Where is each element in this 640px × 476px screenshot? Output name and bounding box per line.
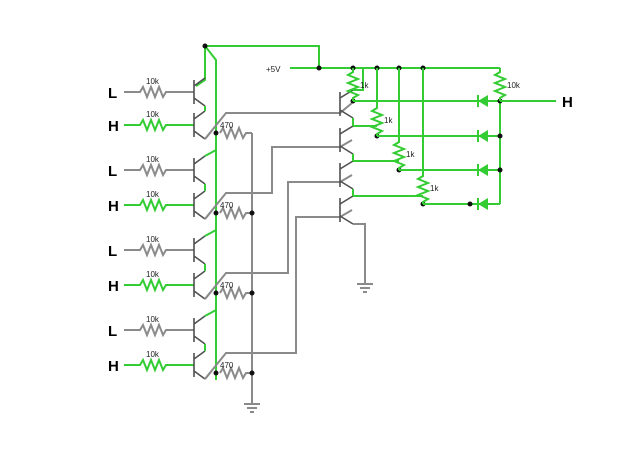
resistor-label: 1k xyxy=(360,81,369,90)
input-label-h: H xyxy=(108,358,119,375)
output-diodes: 10k xyxy=(353,68,556,210)
resistor-label: 10k xyxy=(146,235,160,244)
input-stage-2: L H 10k 10k 470 xyxy=(108,139,353,221)
resistor-label: 10k xyxy=(146,270,160,279)
resistor-label: 470 xyxy=(220,361,234,370)
resistor-label: 10k xyxy=(507,81,521,90)
resistor-label: 470 xyxy=(220,281,234,290)
output-label: H xyxy=(562,94,573,111)
resistor-label: 10k xyxy=(146,350,160,359)
ground-icon xyxy=(357,283,373,293)
input-label-h: H xyxy=(108,198,119,215)
input-stage-3: L H 10k 10k 470 xyxy=(108,174,353,301)
resistor-label: 10k xyxy=(146,190,160,199)
input-label-l: L xyxy=(108,323,117,340)
input-stage-4: L H 10k 10k 470 xyxy=(108,209,353,381)
resistor-label: 1k xyxy=(430,184,439,193)
resistor-label: 10k xyxy=(146,155,160,164)
input-label-h: H xyxy=(108,278,119,295)
resistor-label: 1k xyxy=(406,150,415,159)
resistor-label: 10k xyxy=(146,315,160,324)
input-stage-1: L H 10k 10k 470 xyxy=(108,77,353,141)
input-label-l: L xyxy=(108,85,117,102)
resistor-label: 470 xyxy=(220,201,234,210)
ground-bus-left xyxy=(244,133,260,413)
pullup-resistors: 1k 1k 1k 1k xyxy=(345,68,439,204)
input-label-l: L xyxy=(108,163,117,180)
resistor-label: 1k xyxy=(384,116,393,125)
input-label-h: H xyxy=(108,118,119,135)
resistor-label: 10k xyxy=(146,110,160,119)
resistor-label: 470 xyxy=(220,121,234,130)
supply-label: +5V xyxy=(266,65,281,74)
resistor-label: 10k xyxy=(146,77,160,86)
ground-icon xyxy=(244,403,260,413)
input-label-l: L xyxy=(108,243,117,260)
